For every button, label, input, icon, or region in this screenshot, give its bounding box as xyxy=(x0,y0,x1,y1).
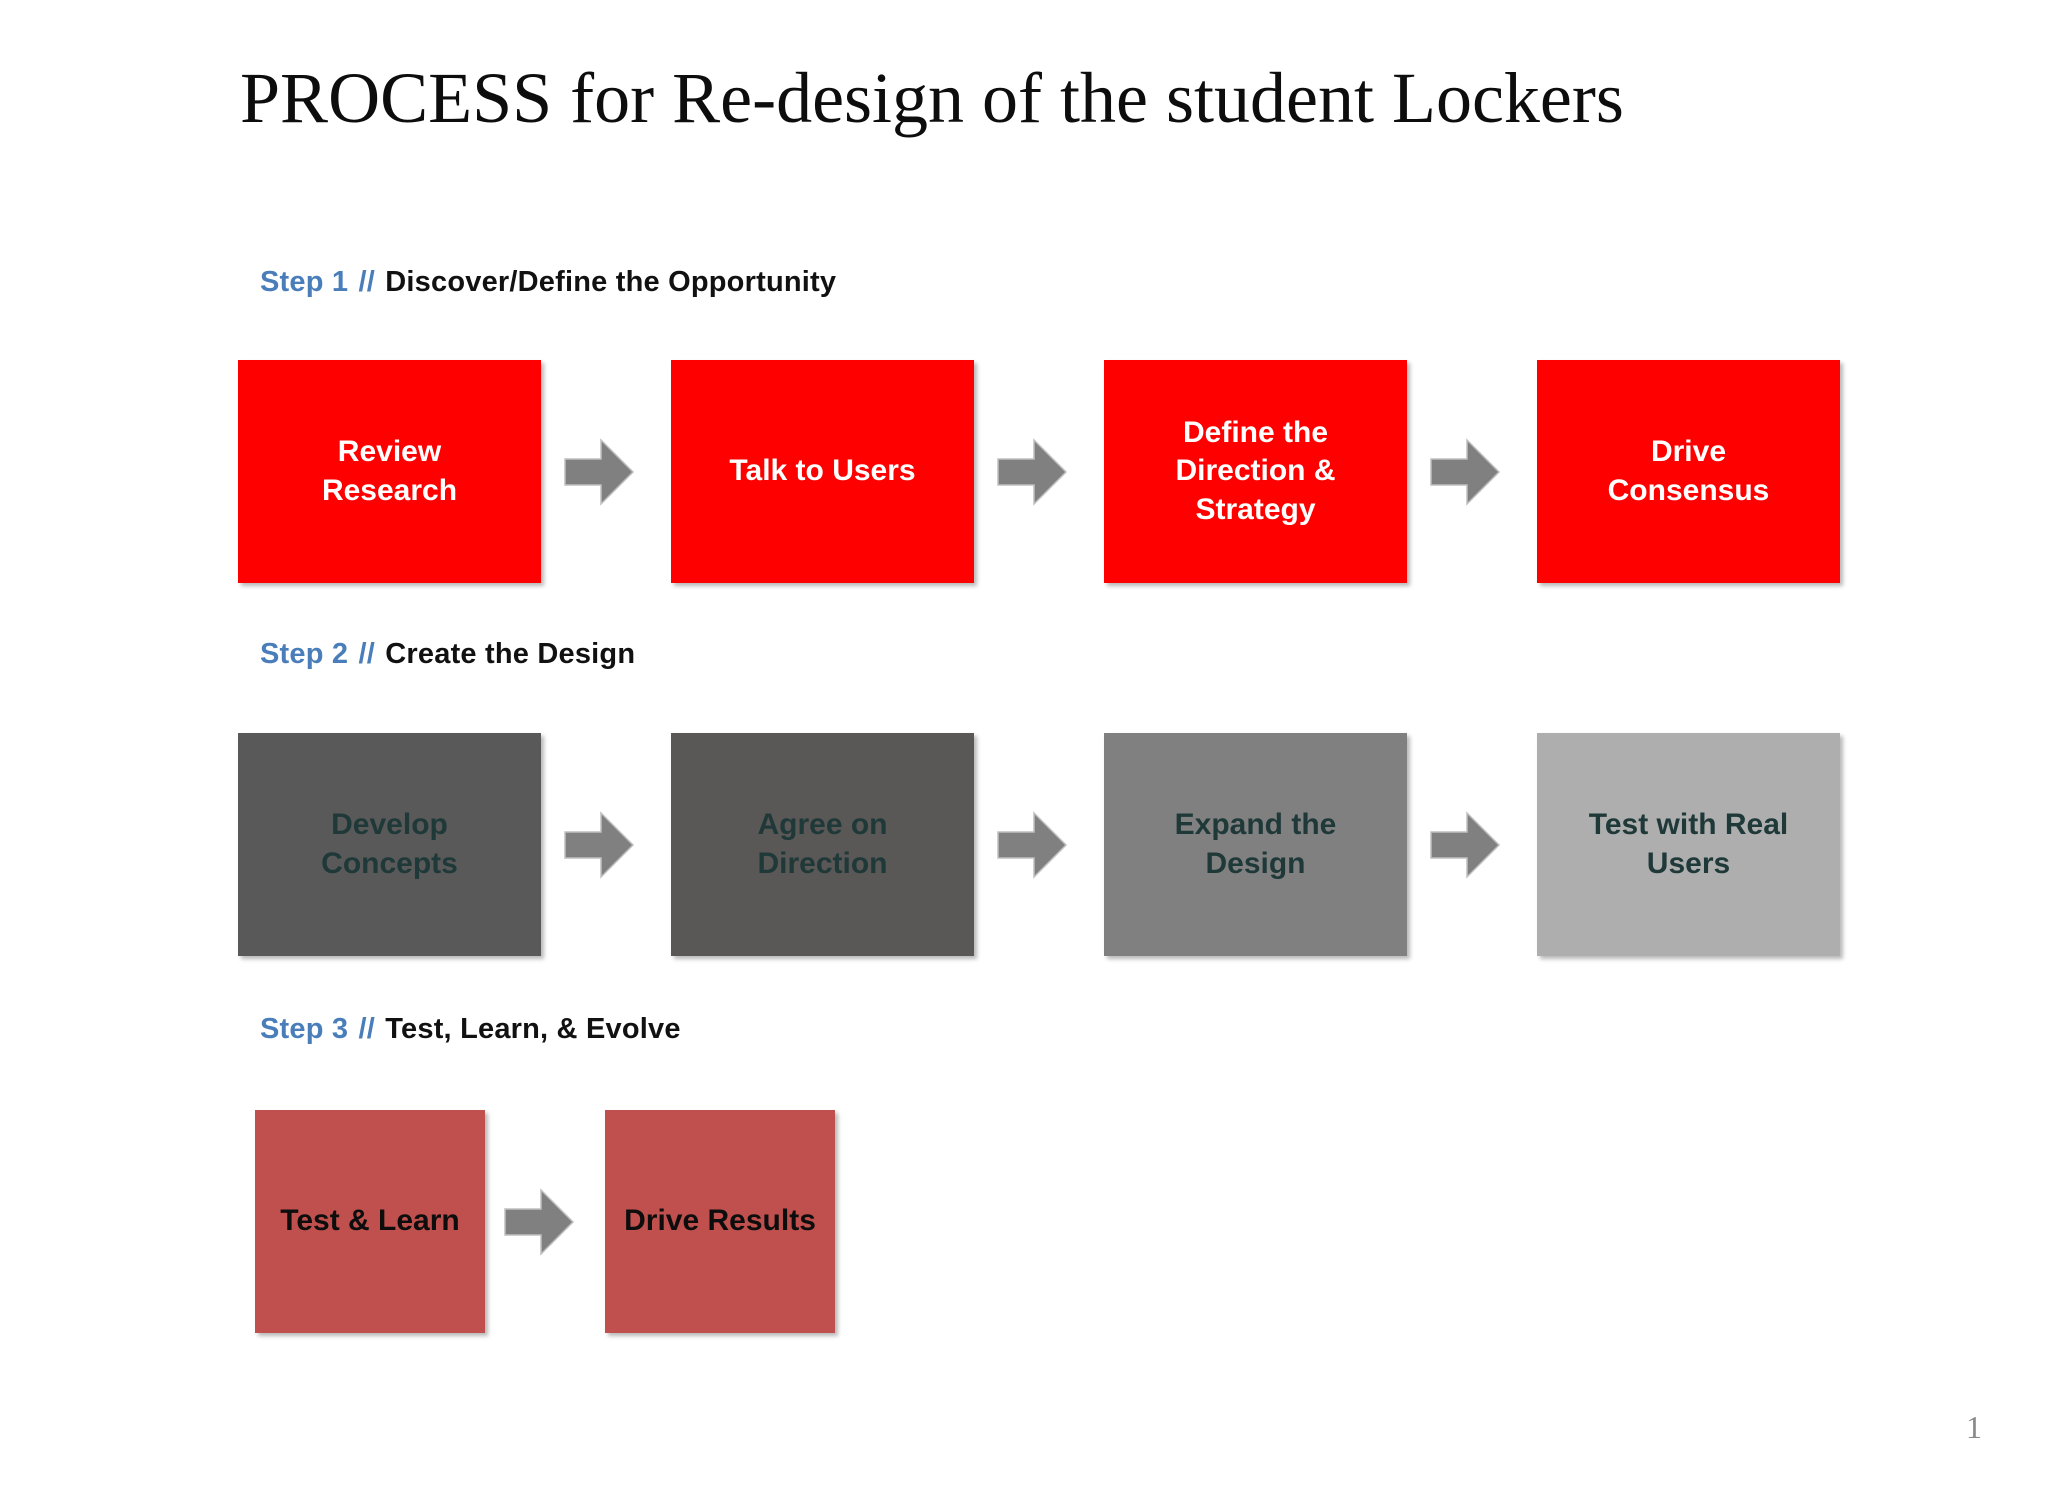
flow-box-label-line: Agree on xyxy=(757,808,888,842)
flow-box-label-line: Strategy xyxy=(1195,492,1316,526)
flow-box-label-line: Review xyxy=(337,435,442,469)
step-2-separator: // xyxy=(358,638,376,670)
arrow-icon-step2-1 xyxy=(563,809,635,881)
flow-box-label-line: Design xyxy=(1205,846,1306,880)
flow-box-label: Test & Learn xyxy=(280,1202,460,1240)
flow-box-label-line: Drive xyxy=(1650,435,1727,469)
arrow-icon-step2-2 xyxy=(996,809,1068,881)
step-3-key: Step 3 xyxy=(260,1013,349,1045)
step-label-3: Step 3 // Test, Learn, & Evolve xyxy=(260,1013,681,1046)
flow-box-label-line: Direction & xyxy=(1175,454,1336,488)
flow-box-label: Agree on Direction xyxy=(757,806,887,883)
flow-box-label-line: Talk to Users xyxy=(729,454,916,488)
page-number: 1 xyxy=(1966,1409,1982,1445)
step-1-key: Step 1 xyxy=(260,266,349,298)
step-1-description: Discover/Define the Opportunity xyxy=(385,266,837,298)
flow-box-test-learn[interactable]: Test & Learn xyxy=(255,1110,485,1333)
arrow-icon-step1-1 xyxy=(563,436,635,508)
flow-box-label-line: Define the xyxy=(1182,415,1329,449)
flow-box-label-line: Direction xyxy=(757,846,888,880)
flow-box-label-line: Test & Learn xyxy=(280,1204,460,1238)
arrow-icon-step1-2 xyxy=(996,436,1068,508)
step-label-2: Step 2 // Create the Design xyxy=(260,638,635,671)
flow-box-agree-on-direction[interactable]: Agree on Direction xyxy=(671,733,974,956)
arrow-icon-step2-3 xyxy=(1429,809,1501,881)
step-2-description: Create the Design xyxy=(385,638,636,670)
flow-box-label-line: Research xyxy=(321,473,458,507)
flow-box-label: Drive Results xyxy=(624,1202,816,1240)
flow-box-label-line: Expand the xyxy=(1174,808,1337,842)
step-label-1: Step 1 // Discover/Define the Opportunit… xyxy=(260,266,836,299)
step-3-separator: // xyxy=(358,1013,376,1045)
flow-box-label-line: Develop xyxy=(331,808,448,842)
flow-box-label-line: Users xyxy=(1646,846,1731,880)
arrow-icon-step3-1 xyxy=(503,1186,575,1258)
page-title: PROCESS for Re-design of the student Loc… xyxy=(240,58,1624,138)
flow-box-label-line: Test with Real xyxy=(1588,808,1789,842)
flow-box-talk-to-users[interactable]: Talk to Users xyxy=(671,360,974,583)
step-2-key: Step 2 xyxy=(260,638,349,670)
flow-box-label-line: Consensus xyxy=(1607,473,1770,507)
arrow-icon-step1-3 xyxy=(1429,436,1501,508)
flow-box-label: Talk to Users xyxy=(729,452,915,490)
flow-box-label-line: Drive Results xyxy=(624,1204,816,1238)
flow-box-drive-results[interactable]: Drive Results xyxy=(605,1110,835,1333)
step-1-separator: // xyxy=(358,266,376,298)
step-3-description: Test, Learn, & Evolve xyxy=(385,1013,681,1045)
flow-box-label-line: Concepts xyxy=(321,846,458,880)
